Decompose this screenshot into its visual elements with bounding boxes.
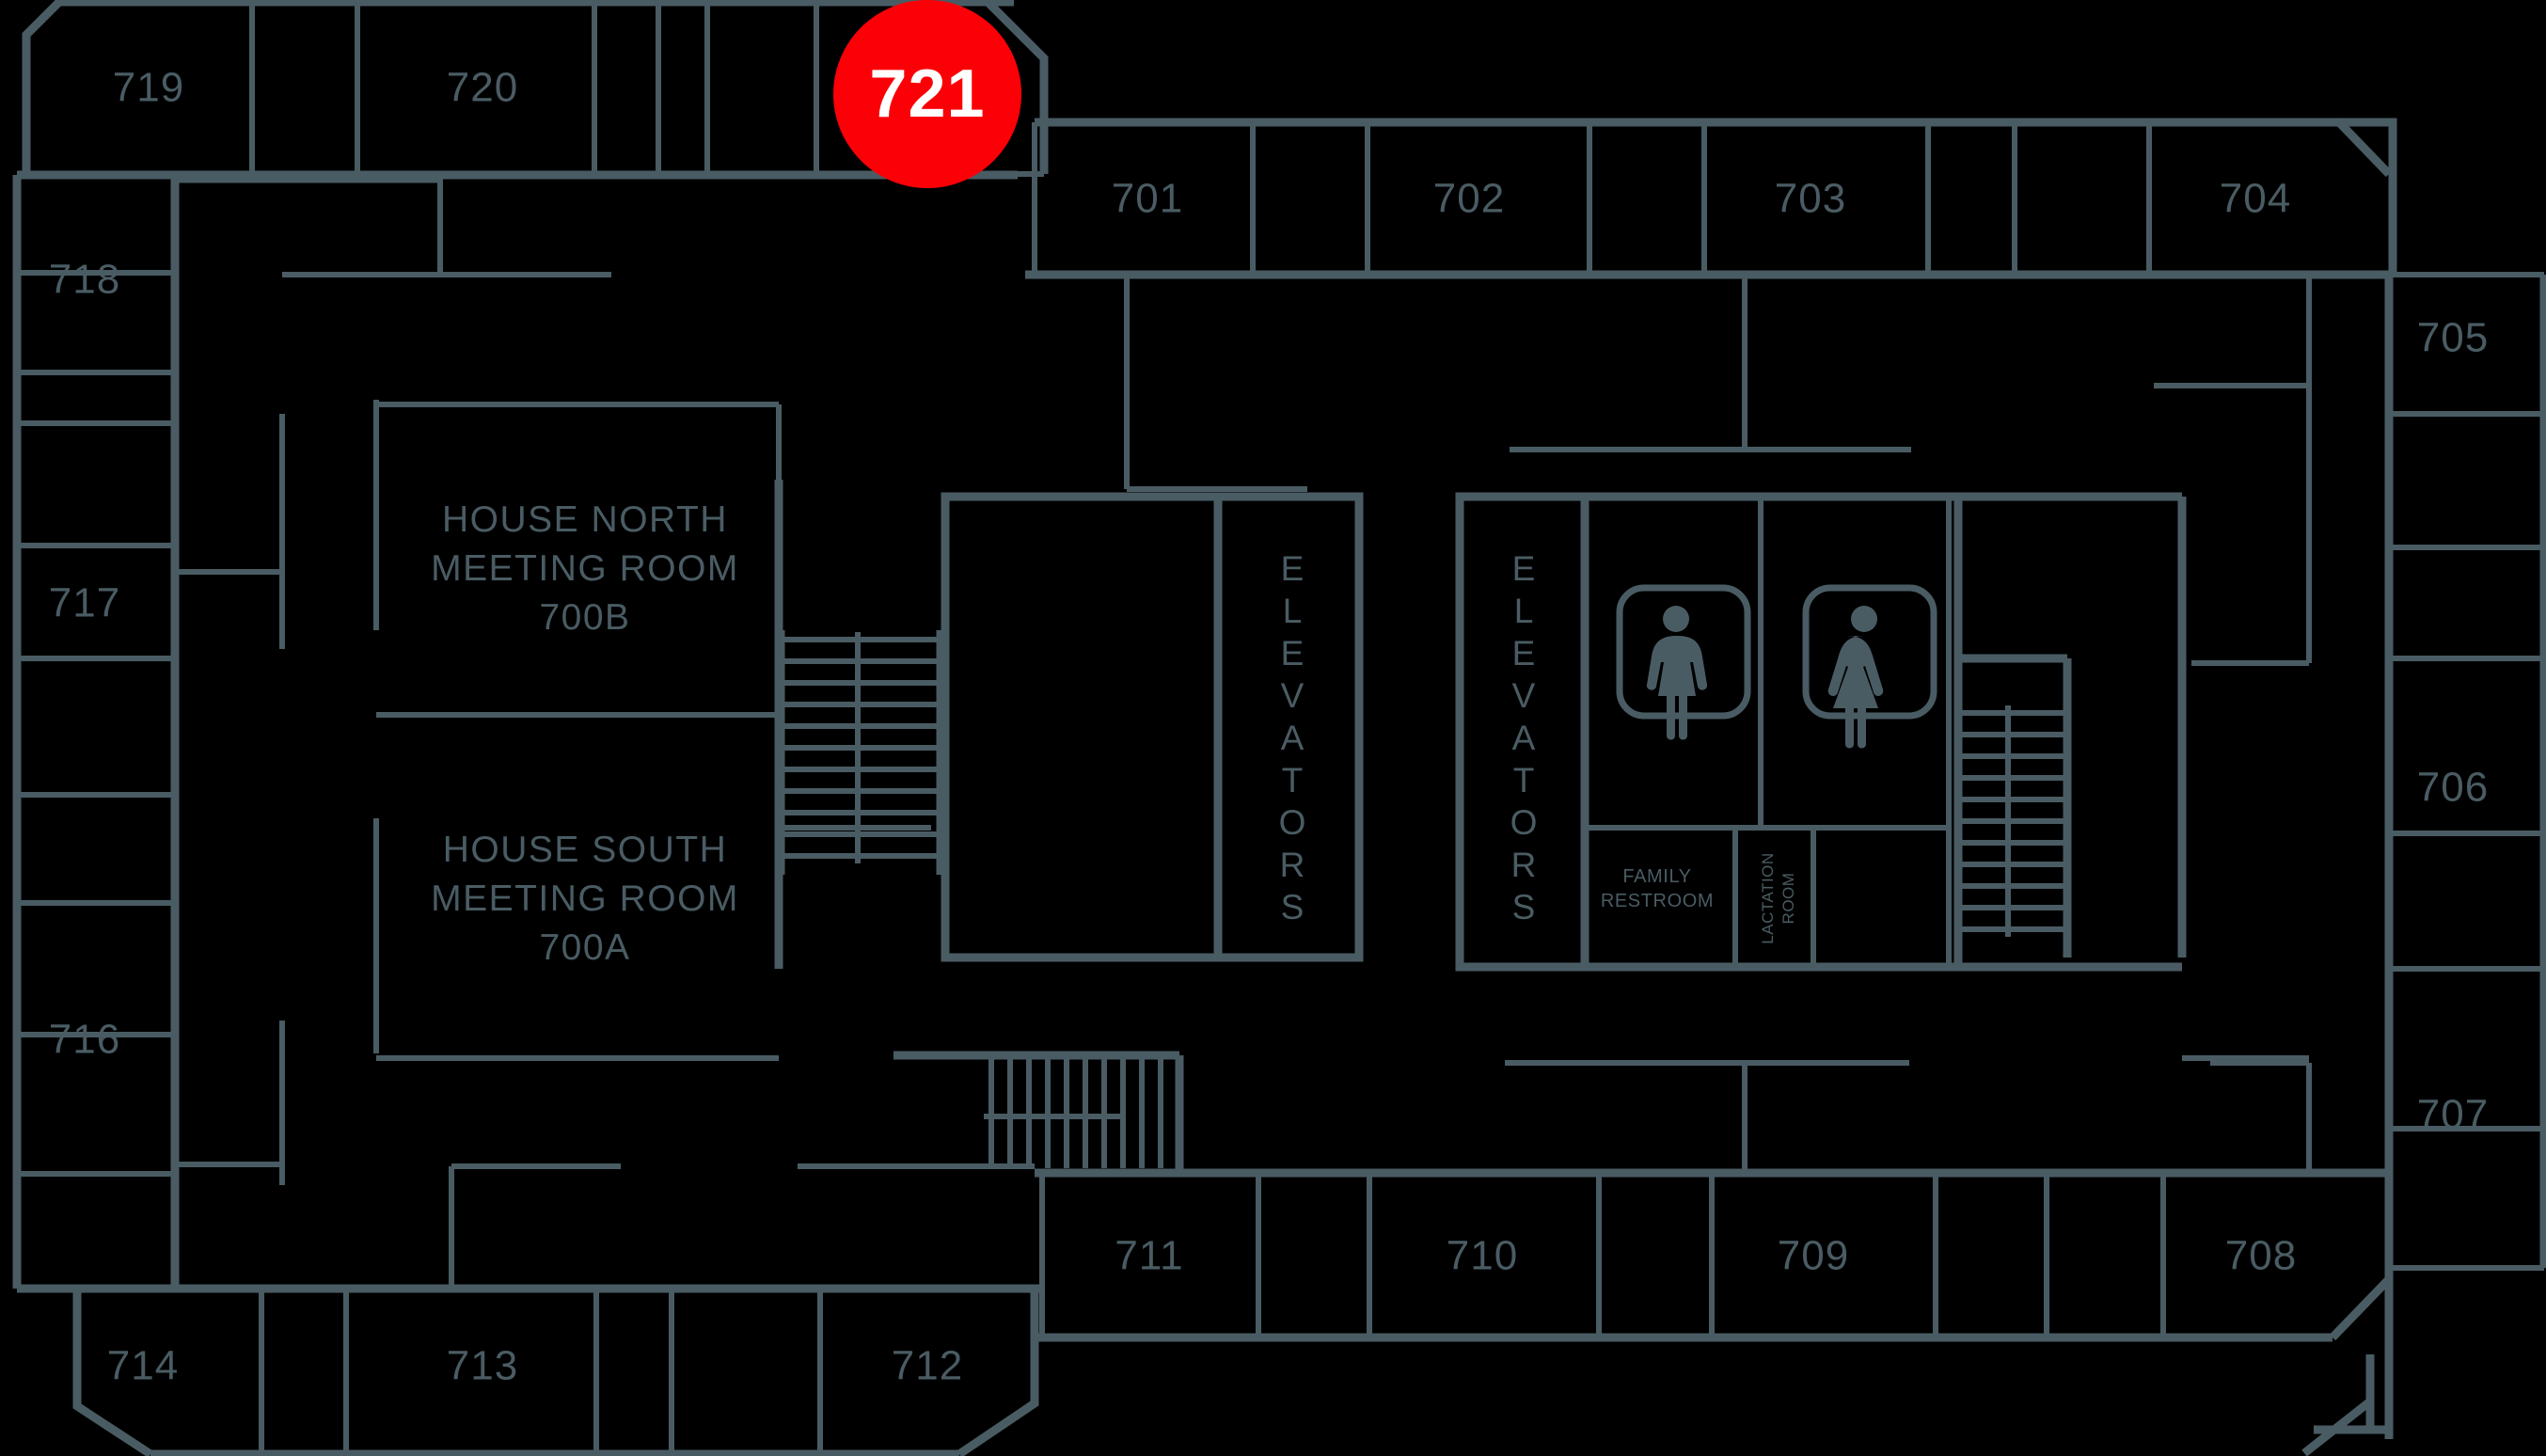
elevators-left-label: E L E V A T O R S — [1279, 549, 1306, 926]
stairs-bottom-icon — [893, 1051, 1184, 1171]
elev-left-letter-2: E — [1281, 634, 1305, 673]
room-label-709: 709 — [1778, 1233, 1849, 1279]
room-label-707: 707 — [2417, 1092, 2489, 1138]
male-figure-icon — [1646, 606, 1708, 740]
room-label-704: 704 — [2220, 176, 2291, 222]
womens-restroom-sign — [1802, 584, 1937, 749]
elev-left-letter-5: T — [1282, 761, 1304, 799]
family-restroom-line1: FAMILY — [1622, 866, 1691, 887]
room-label-703: 703 — [1775, 176, 1846, 222]
elev-right-letter-1: L — [1514, 592, 1534, 630]
elev-right-letter-2: E — [1512, 634, 1536, 673]
elev-left-letter-1: L — [1283, 592, 1303, 630]
mens-restroom-sign — [1616, 584, 1751, 740]
bottom-right-room-band — [1035, 1168, 2393, 1342]
top-left-room-band — [249, 0, 1049, 177]
room-label-717: 717 — [49, 580, 120, 626]
stairs-left-icon — [776, 630, 945, 875]
room-label-708: 708 — [2225, 1233, 2297, 1279]
room-label-720: 720 — [447, 65, 518, 111]
elevators-right-label: E L E V A T O R S — [1510, 549, 1538, 926]
room-label-710: 710 — [1447, 1233, 1518, 1279]
room-number-labels: 719 720 718 717 716 714 713 712 711 710 … — [49, 65, 2489, 1389]
female-figure-icon — [1827, 606, 1884, 749]
restroom-core — [1455, 492, 1963, 972]
elev-right-letter-4: A — [1512, 719, 1536, 757]
room-label-714: 714 — [107, 1343, 179, 1389]
house-south-line2: MEETING ROOM — [431, 878, 739, 919]
elev-right-letter-3: V — [1512, 676, 1536, 715]
interior-corridor-walls — [170, 174, 2312, 1289]
elev-right-letter-6: O — [1510, 803, 1538, 842]
elev-left-letter-8: S — [1281, 888, 1305, 926]
stairs-right-icon — [1954, 654, 2072, 957]
room-label-712: 712 — [892, 1343, 963, 1389]
room-label-711: 711 — [1115, 1233, 1183, 1279]
central-block-left-elevators — [941, 492, 1364, 962]
house-north-line1: HOUSE NORTH — [442, 499, 728, 540]
room-label-713: 713 — [447, 1343, 518, 1389]
room-label-705: 705 — [2417, 315, 2489, 361]
room-label-702: 702 — [1433, 176, 1505, 222]
meeting-room-labels: HOUSE NORTH MEETING ROOM 700B HOUSE SOUT… — [431, 499, 739, 968]
room-label-719: 719 — [113, 65, 184, 111]
elev-right-letter-0: E — [1512, 549, 1536, 588]
room-label-701: 701 — [1112, 176, 1183, 222]
elev-right-letter-7: R — [1511, 846, 1537, 884]
elev-right-letter-8: S — [1512, 888, 1536, 926]
elev-right-letter-5: T — [1513, 761, 1535, 799]
room-label-718: 718 — [49, 257, 120, 303]
lactation-room-label: LACTATION ROOM — [1759, 852, 1797, 943]
elev-left-letter-3: V — [1281, 676, 1305, 715]
elev-left-letter-0: E — [1281, 549, 1305, 588]
family-restroom-label: FAMILY RESTROOM — [1601, 866, 1714, 911]
elev-left-letter-7: R — [1280, 846, 1305, 884]
room-label-706: 706 — [2417, 765, 2489, 811]
lactation-room-line2: ROOM — [1779, 873, 1797, 925]
family-restroom-line2: RESTROOM — [1601, 891, 1714, 911]
house-north-line2: MEETING ROOM — [431, 548, 739, 589]
elev-left-letter-4: A — [1281, 719, 1305, 757]
elev-left-letter-6: O — [1279, 803, 1306, 842]
room-label-716: 716 — [49, 1017, 120, 1063]
bottom-left-room-band — [259, 1289, 823, 1454]
highlighted-room-marker-721[interactable]: 721 — [833, 0, 1021, 188]
right-room-band — [2301, 272, 2546, 1456]
house-south-number: 700A — [539, 927, 630, 968]
left-room-band — [17, 175, 178, 1289]
house-north-number: 700B — [539, 597, 630, 638]
womens-restroom-frame — [1802, 584, 1937, 720]
lactation-room-line1: LACTATION — [1759, 852, 1777, 943]
top-right-room-band — [1025, 118, 2397, 279]
marker-room-number: 721 — [869, 56, 986, 132]
house-south-line1: HOUSE SOUTH — [443, 830, 728, 870]
